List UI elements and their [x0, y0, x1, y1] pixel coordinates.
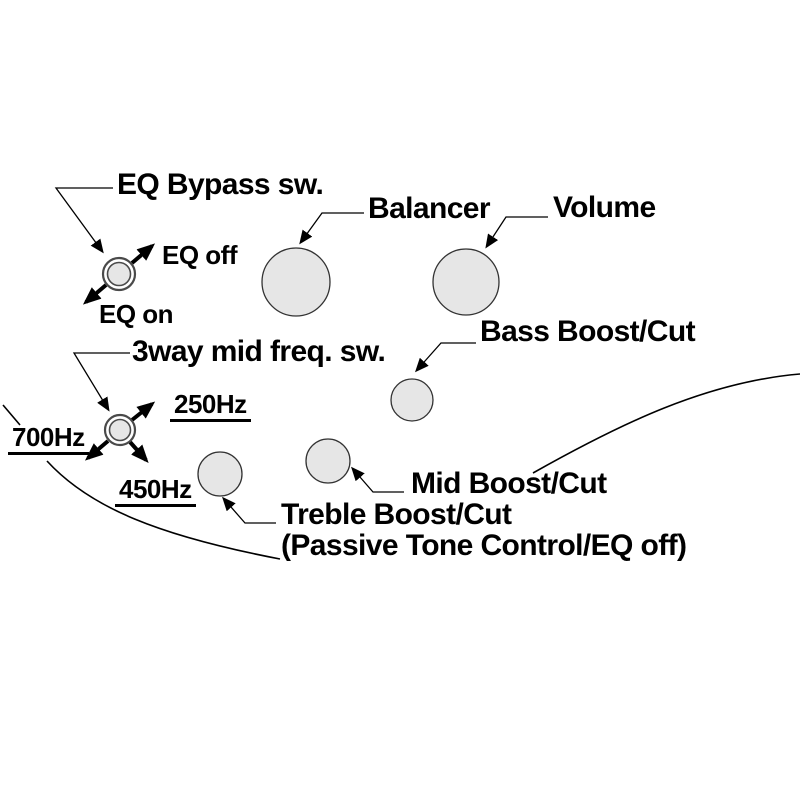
eq-off-label: EQ off [162, 240, 238, 270]
eq-bypass-switch [82, 243, 156, 305]
eq-bypass-label: EQ Bypass sw. [117, 168, 324, 201]
eq-bypass-pointer-line [54, 187, 113, 254]
balancer-label: Balancer [368, 192, 491, 225]
mid-boost-cut-label: Mid Boost/Cut [411, 467, 607, 500]
mid-freq-pointer-line [72, 352, 130, 412]
volume-pointer-line [485, 216, 548, 249]
freq-450-direction-arrow [128, 440, 149, 463]
volume-knob [432, 248, 500, 316]
mid-freq-switch [84, 401, 156, 463]
eq-on-direction-arrow [82, 283, 108, 305]
bass-knob [390, 378, 434, 422]
freq-250-direction-arrow [130, 401, 156, 422]
mid-knob [305, 438, 351, 484]
treble-note-label: (Passive Tone Control/EQ off) [281, 529, 687, 562]
eq-bypass-switch-tip [106, 261, 132, 287]
mid-freq-label: 3way mid freq. sw. [132, 335, 386, 368]
volume-label: Volume [553, 191, 656, 224]
mid-freq-switch-tip [108, 418, 132, 442]
body-outline-left-curve [46, 460, 281, 560]
balancer-knob [261, 247, 331, 317]
body-outline-right-curve [532, 373, 800, 474]
freq-450-label: 450Hz [115, 476, 196, 507]
freq-700-label: 700Hz [8, 424, 89, 455]
freq-700-direction-arrow [84, 439, 110, 461]
treble-boost-cut-label: Treble Boost/Cut [281, 498, 512, 531]
mid-pointer-line [351, 466, 404, 493]
freq-250-label: 250Hz [170, 391, 251, 422]
bass-pointer-line [415, 342, 476, 373]
eq-off-direction-arrow [130, 243, 156, 265]
body-outline-edge-segment [2, 404, 21, 426]
balancer-pointer-line [299, 212, 364, 245]
treble-knob [197, 451, 243, 497]
eq-on-label: EQ on [99, 299, 174, 329]
treble-pointer-line [222, 496, 276, 524]
bass-boost-cut-label: Bass Boost/Cut [480, 315, 696, 348]
